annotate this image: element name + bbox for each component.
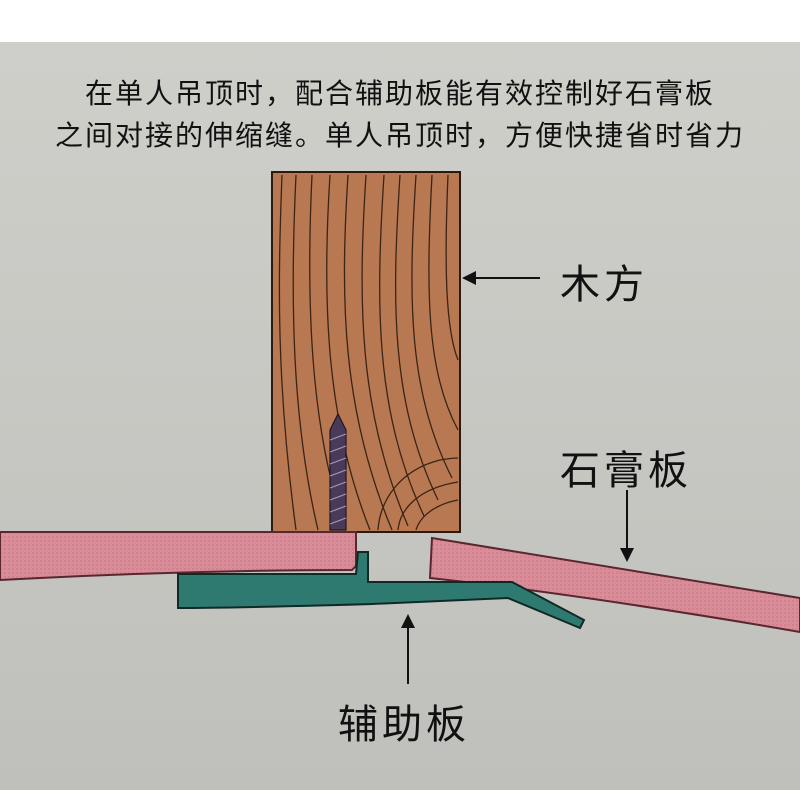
label-gypsum: 石膏板 [560, 448, 692, 494]
helper-plate [177, 551, 586, 630]
wood-block [271, 171, 461, 533]
label-wood: 木方 [560, 262, 648, 308]
arrow-gypsum-icon [620, 490, 634, 562]
caption-line-1: 在单人吊顶时，配合辅助板能有效控制好石膏板 [84, 77, 715, 110]
caption-line-2: 之间对接的伸缩缝。单人吊顶时，方便快捷省时省力 [54, 119, 745, 152]
screw-icon [329, 412, 347, 531]
gypsum-board-left [0, 531, 357, 582]
arrow-wood-icon [462, 271, 540, 285]
label-helper-plate: 辅助板 [338, 702, 470, 748]
arrow-plate-icon [401, 614, 415, 684]
